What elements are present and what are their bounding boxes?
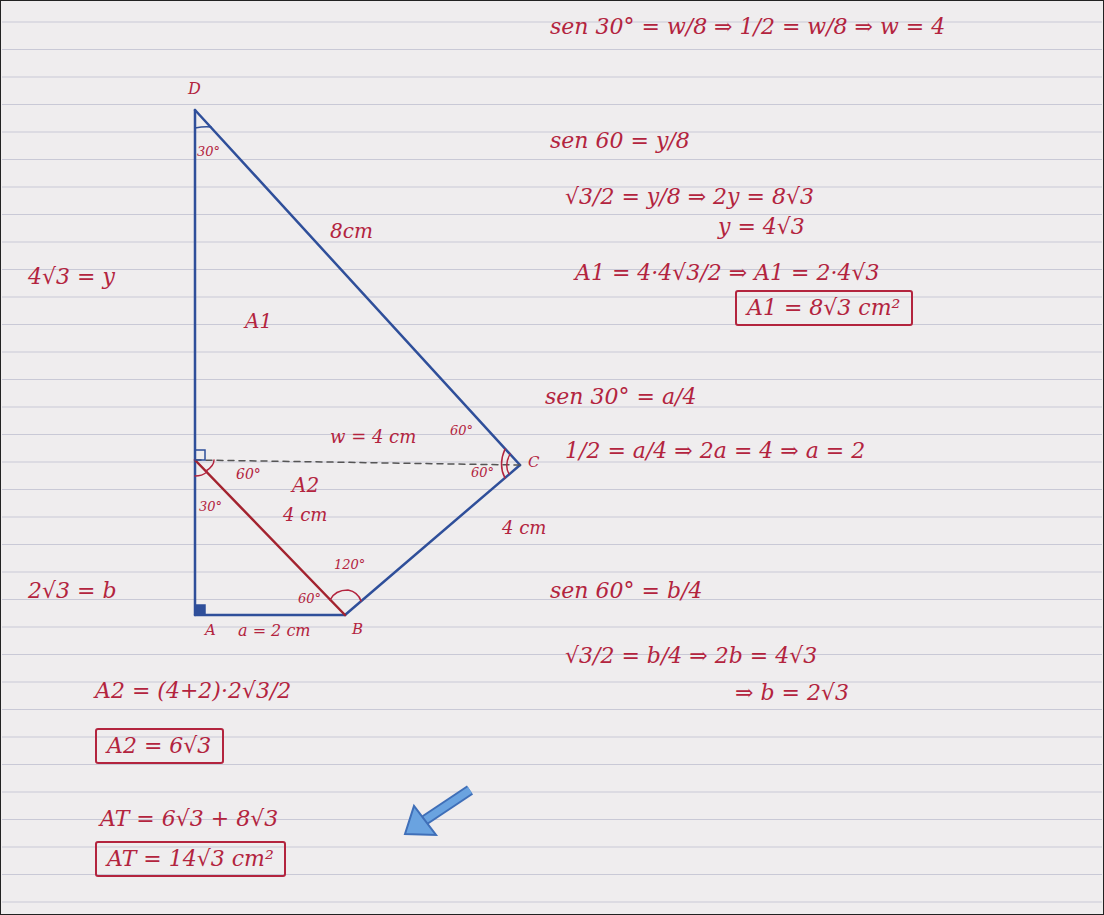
ruled-line <box>2 187 1102 188</box>
boxed-answer: AT = 14√3 cm² <box>95 841 286 877</box>
handwritten-note: D <box>188 80 201 98</box>
ruled-line <box>2 77 1102 78</box>
handwritten-note: ⇒ b = 2√3 <box>735 680 849 705</box>
ruled-line <box>2 242 1102 243</box>
handwritten-note: 8cm <box>330 220 373 243</box>
ruled-line <box>2 627 1102 628</box>
handwritten-note: 30° <box>197 145 220 160</box>
handwritten-note: 1/2 = a/4 ⇒ 2a = 4 ⇒ a = 2 <box>565 438 865 463</box>
boxed-answer: A2 = 6√3 <box>95 728 224 764</box>
ruled-line <box>2 544 1102 545</box>
ruled-line <box>2 297 1102 298</box>
pointer-arrow <box>405 790 470 835</box>
boxed-answer: A1 = 8√3 cm² <box>735 290 913 326</box>
handwritten-note: 2√3 = b <box>28 578 117 603</box>
answer-text: AT = 14√3 cm² <box>107 846 274 871</box>
handwritten-note: 60° <box>236 466 261 482</box>
handwritten-note: 30° <box>199 500 222 515</box>
ruled-line <box>2 764 1102 765</box>
ruled-line <box>2 159 1102 160</box>
ruled-line <box>2 654 1102 655</box>
right-angle-mark <box>195 605 205 615</box>
handwritten-note: √3/2 = y/8 ⇒ 2y = 8√3 <box>565 184 814 209</box>
handwritten-note: A1 = 4·4√3/2 ⇒ A1 = 2·4√3 <box>575 260 879 285</box>
handwritten-note: sen 60° = b/4 <box>550 578 702 603</box>
ruled-line <box>2 792 1102 793</box>
handwritten-note: C <box>528 454 539 471</box>
handwritten-note: A <box>205 622 216 639</box>
right-angle-mark <box>195 450 205 460</box>
side-dc <box>195 110 520 465</box>
arrow-shaft <box>425 790 470 820</box>
angle-arc <box>206 460 214 471</box>
ruled-line <box>2 874 1102 875</box>
handwritten-note: sen 30° = w/8 ⇒ 1/2 = w/8 ⇒ w = 4 <box>550 14 945 39</box>
handwritten-note: 60° <box>471 466 494 481</box>
handwritten-note: 120° <box>334 558 365 573</box>
ruled-lines <box>2 22 1102 902</box>
ruled-line <box>2 434 1102 435</box>
handwritten-note: 4 cm <box>502 518 546 539</box>
ruled-line <box>2 489 1102 490</box>
angle-arc <box>195 127 211 128</box>
side-ab <box>195 614 345 617</box>
arrow-head <box>405 806 436 835</box>
ruled-line <box>2 902 1102 903</box>
handwritten-note: sen 30° = a/4 <box>545 384 696 409</box>
ruled-line <box>2 104 1102 105</box>
handwritten-note: a = 2 cm <box>238 622 311 640</box>
ruled-line <box>2 462 1102 463</box>
answer-text: A2 = 6√3 <box>107 733 212 758</box>
angle-arc <box>195 472 207 476</box>
handwritten-note: 60° <box>450 424 473 439</box>
arrow-shaft <box>425 790 470 820</box>
angle-arc <box>502 449 506 478</box>
dashed-w <box>195 460 520 465</box>
handwritten-note: A1 <box>245 310 272 333</box>
handwritten-note: sen 60 = y/8 <box>550 128 690 153</box>
handwritten-note: 4 cm <box>283 505 327 526</box>
ruled-line <box>2 709 1102 710</box>
side-da <box>194 110 197 615</box>
ruled-line <box>2 324 1102 325</box>
handwritten-note: 4√3 = y <box>28 264 115 289</box>
ruled-line <box>2 352 1102 353</box>
handwritten-note: AT = 6√3 + 8√3 <box>100 806 278 831</box>
handwritten-note: B <box>352 621 363 638</box>
figure <box>195 110 520 615</box>
angle-arc <box>507 454 510 474</box>
ruled-line <box>2 269 1102 270</box>
ruled-line <box>2 517 1102 518</box>
angle-arc <box>330 590 361 601</box>
handwritten-note: A2 <box>292 474 319 497</box>
side-cb <box>345 465 520 615</box>
ruled-line <box>2 379 1102 380</box>
handwritten-note: A2 = (4+2)·2√3/2 <box>95 678 291 703</box>
answer-text: A1 = 8√3 cm² <box>747 295 901 320</box>
ruled-line <box>2 572 1102 573</box>
handwritten-note: y = 4√3 <box>718 214 805 239</box>
ruled-line <box>2 49 1102 50</box>
handwritten-note: w = 4 cm <box>330 427 416 448</box>
handwritten-note: 60° <box>298 592 321 607</box>
ruled-line <box>2 214 1102 215</box>
segment-eb <box>195 460 345 615</box>
handwritten-note: √3/2 = b/4 ⇒ 2b = 4√3 <box>565 643 817 668</box>
